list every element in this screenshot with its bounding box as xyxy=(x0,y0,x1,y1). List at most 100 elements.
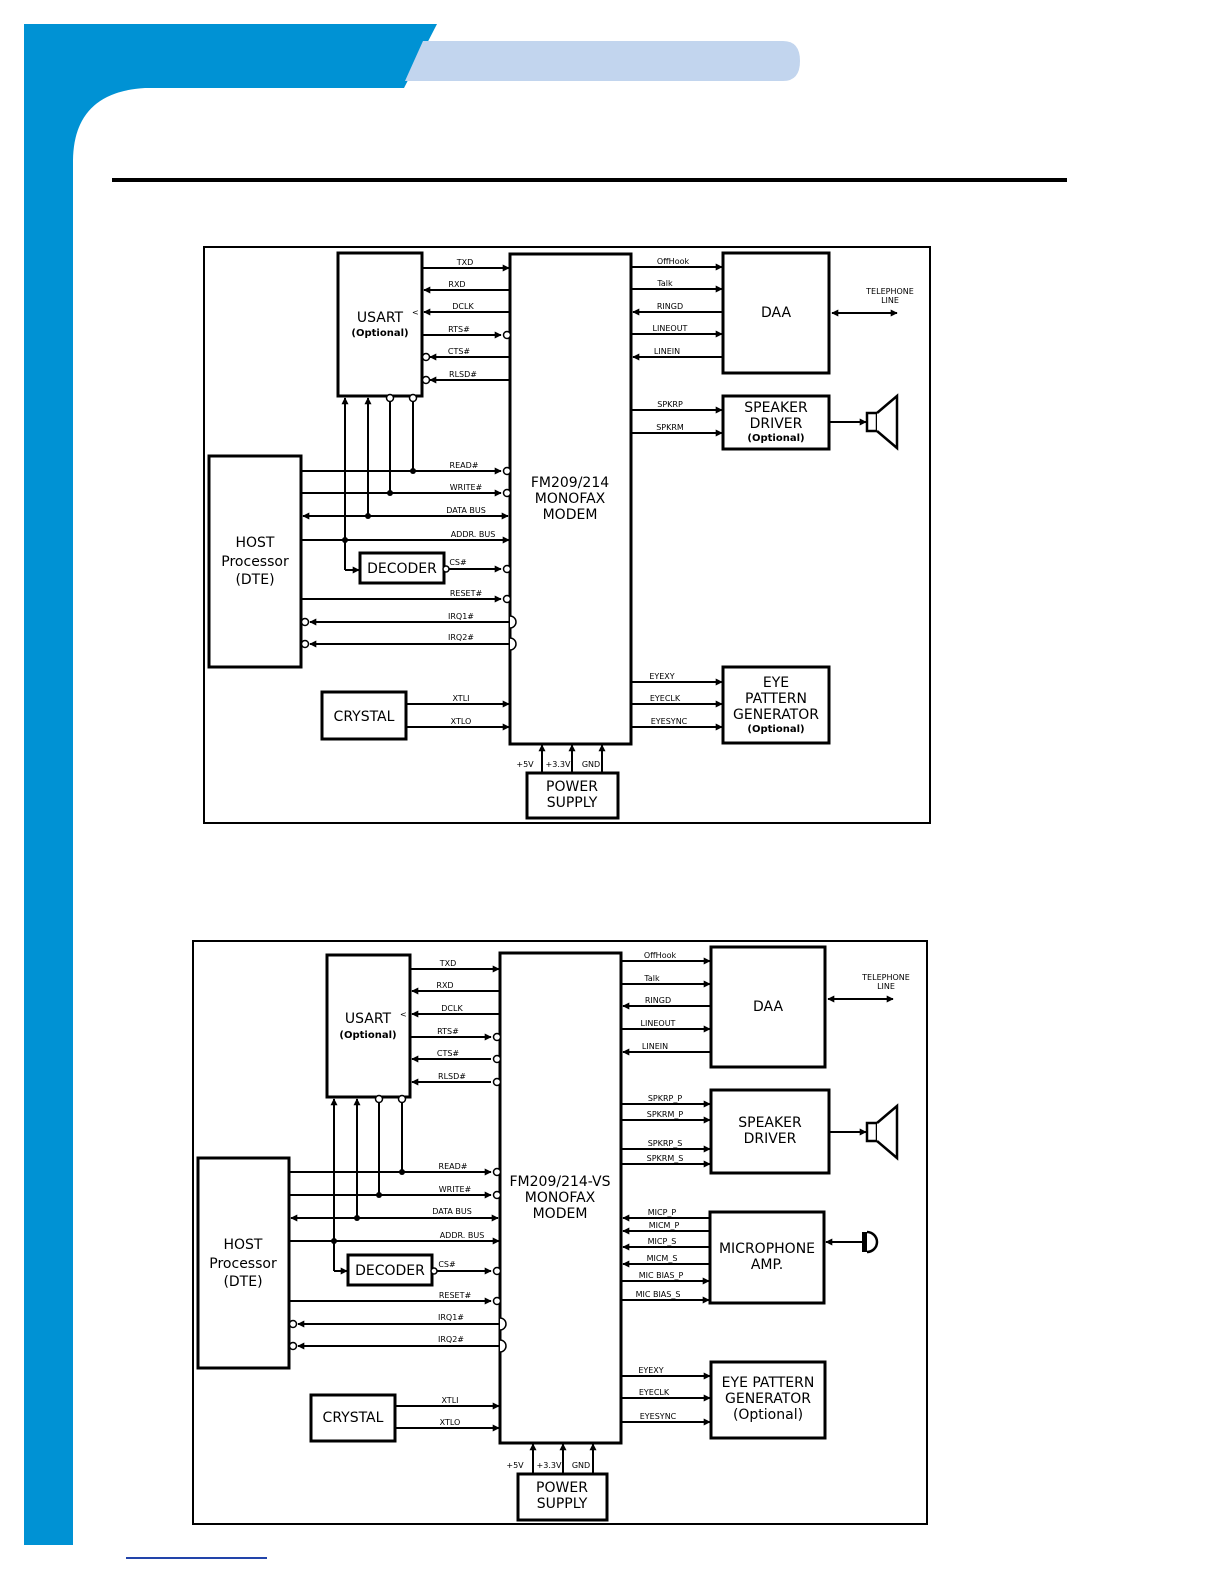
eye2-label-1: EYE PATTERN xyxy=(722,1375,815,1391)
sig-irq2: IRQ2# xyxy=(448,633,474,642)
eye2-label-2: GENERATOR xyxy=(725,1391,811,1407)
usart-optional-label-2: (Optional) xyxy=(339,1030,396,1041)
usart-modem-signals-2: TXD RXD DCLK RTS# CTS# RLSD# xyxy=(410,959,502,1087)
sig-eyeclk: EYECLK xyxy=(650,694,681,703)
sig2-read: READ# xyxy=(439,1162,468,1171)
sig2-dclk: DCLK xyxy=(441,1004,463,1013)
sig2-spkrp-s: SPKRP_S xyxy=(648,1139,683,1148)
modem-label-3: MODEM xyxy=(543,507,598,523)
eye-label-3: GENERATOR xyxy=(733,707,819,723)
sig2-write: WRITE# xyxy=(439,1185,472,1194)
modem2-label-3: MODEM xyxy=(533,1206,588,1222)
sig-ringd: RINGD xyxy=(657,302,683,311)
modem-label-1: FM209/214 xyxy=(531,475,609,491)
sig2-txd: TXD xyxy=(439,959,457,968)
sig-rts: RTS# xyxy=(448,325,470,334)
sig2-eyexy: EYEXY xyxy=(638,1366,663,1375)
telephone-label-2: LINE xyxy=(881,296,899,305)
modem2-label-1: FM209/214-VS xyxy=(510,1174,611,1190)
sig2-rts: RTS# xyxy=(437,1027,459,1036)
speaker-label-1: SPEAKER xyxy=(744,400,808,416)
host-processor-block-2 xyxy=(196,1156,291,1370)
sig2-xtlo: XTLO xyxy=(440,1418,461,1427)
sig2-micp-p: MICP_P xyxy=(648,1208,677,1217)
power-label-1: POWER xyxy=(546,779,598,795)
sig-33v: +3.3V xyxy=(546,760,571,769)
sig2-micbias-p: MIC BIAS_P xyxy=(639,1271,684,1280)
sig-linein: LINEIN xyxy=(654,347,680,356)
decoder-label: DECODER xyxy=(367,561,437,577)
header-rule xyxy=(112,178,1067,182)
host2-label-2: Processor xyxy=(209,1256,277,1272)
modem-peripheral-signals-2: OffHook Talk RINGD LINEOUT LINEIN SPKRP_… xyxy=(621,951,711,1304)
sig-eyexy: EYEXY xyxy=(649,672,674,681)
sig2-eyeclk: EYECLK xyxy=(639,1388,670,1397)
usart-label: USART xyxy=(357,310,404,326)
sig-rxd: RXD xyxy=(448,280,465,289)
sig-addrbus: ADDR. BUS xyxy=(451,530,496,539)
sig-cs: CS# xyxy=(449,558,467,567)
decoder-label-2: DECODER xyxy=(355,1263,425,1279)
mic-label-1: MICROPHONE xyxy=(719,1241,815,1257)
mic-label-2: AMP. xyxy=(751,1257,783,1273)
eye2-label-3: (Optional) xyxy=(733,1407,803,1423)
telephone-label-1: TELEPHONE xyxy=(865,287,914,296)
host-label-2: Processor xyxy=(221,554,289,570)
speaker2-label-2: DRIVER xyxy=(744,1131,797,1147)
speaker-label-2: DRIVER xyxy=(750,416,803,432)
sig2-addrbus: ADDR. BUS xyxy=(440,1231,485,1240)
eye-pattern-block xyxy=(721,665,831,745)
modem-label-2: MONOFAX xyxy=(535,491,606,507)
host-bus-signals: READ# WRITE# DATA BUS ADDR. BUS CS# RESE… xyxy=(300,393,517,651)
modem-block xyxy=(508,252,633,746)
sig2-33v: +3.3V xyxy=(537,1461,562,1470)
block-diagram-fm209-214: USART (Optional) < FM209/214 MONOFAX MOD… xyxy=(203,246,931,824)
power-label-2: SUPPLY xyxy=(547,795,598,811)
usart-block-2 xyxy=(325,953,412,1099)
sig-irq1: IRQ1# xyxy=(448,612,474,621)
usart-caret: < xyxy=(412,308,419,317)
block-diagram-fm209-214-vs: USART (Optional) < FM209/214-VS MONOFAX … xyxy=(192,940,928,1525)
daa-block-2 xyxy=(709,945,827,1069)
sig2-micbias-s: MIC BIAS_S xyxy=(636,1290,681,1299)
sig2-cts: CTS# xyxy=(437,1049,460,1058)
sig-txd: TXD xyxy=(456,258,474,267)
sig2-micm-s: MICM_S xyxy=(647,1254,678,1263)
sig-talk: Talk xyxy=(656,279,673,288)
power2-label-2: SUPPLY xyxy=(537,1496,588,1512)
usart-block xyxy=(336,251,424,398)
host2-label-1: HOST xyxy=(224,1237,263,1253)
page-header-decoration xyxy=(24,24,1067,1559)
usart-modem-signals: TXD RXD DCLK RTS# CTS# RLSD# xyxy=(421,258,512,385)
speaker-optional-label: (Optional) xyxy=(747,433,804,444)
sig-xtli: XTLI xyxy=(452,694,469,703)
host2-label-3: (DTE) xyxy=(223,1274,262,1290)
modem-block-2 xyxy=(498,951,623,1445)
sig-lineout: LINEOUT xyxy=(653,324,688,333)
sig2-5v: +5V xyxy=(506,1461,524,1470)
eye-label-1: EYE xyxy=(763,675,789,691)
speaker-driver-block-2 xyxy=(709,1088,831,1175)
crystal-block xyxy=(320,690,408,741)
usart-caret-2: < xyxy=(400,1010,407,1019)
sig2-linein: LINEIN xyxy=(642,1042,668,1051)
sig-offhook: OffHook xyxy=(657,257,690,266)
sig2-databus: DATA BUS xyxy=(432,1207,472,1216)
sig2-ringd: RINGD xyxy=(645,996,671,1005)
sig2-rlsd: RLSD# xyxy=(438,1072,466,1081)
modem-daa-signals: OffHook Talk RINGD LINEOUT LINEIN SPKRP … xyxy=(631,257,723,437)
crystal-label: CRYSTAL xyxy=(334,709,395,725)
modem2-label-2: MONOFAX xyxy=(525,1190,596,1206)
host-label-3: (DTE) xyxy=(235,572,274,588)
eye-label-2: PATTERN xyxy=(745,691,807,707)
sig2-reset: RESET# xyxy=(439,1291,472,1300)
eye-optional-label: (Optional) xyxy=(747,724,804,735)
sig2-irq2: IRQ2# xyxy=(438,1335,464,1344)
sig2-spkrm-p: SPKRM_P xyxy=(647,1110,684,1119)
sig2-eyesync: EYESYNC xyxy=(640,1412,677,1421)
speaker-icon-2 xyxy=(865,1103,899,1161)
clock-eye-power-signals: XTLI XTLO EYEXY EYECLK EYESYNC +5V +3.3V… xyxy=(406,672,723,773)
sig-gnd: GND xyxy=(582,760,600,769)
header-tab xyxy=(405,41,800,81)
usart-label-2: USART xyxy=(345,1011,392,1027)
